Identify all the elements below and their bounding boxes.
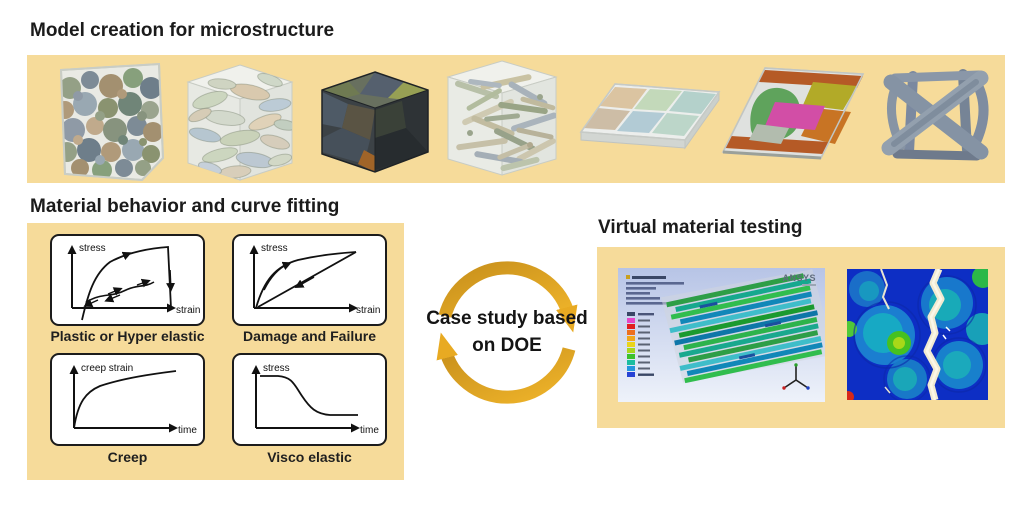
material-behavior-title: Material behavior and curve fitting bbox=[30, 196, 340, 217]
creep-card: creep strain time bbox=[50, 353, 205, 446]
secondary-crack bbox=[880, 269, 890, 310]
case-study-line2: on DOE bbox=[472, 335, 542, 356]
case-study-line1: Case study based bbox=[426, 308, 588, 329]
particle-reinforced-cube-image bbox=[45, 58, 175, 183]
damage-failure-plot: stress strain bbox=[249, 243, 380, 316]
polycrystal-voronoi-cube-image bbox=[318, 70, 432, 174]
plastic-hyperelastic-plot: stress strain bbox=[67, 243, 200, 321]
ansys-simulation-screenshot: ANSYS bbox=[618, 268, 825, 402]
stress-heatmap-image bbox=[847, 269, 988, 400]
woven-composite-plate-image bbox=[575, 72, 725, 162]
svg-text:time: time bbox=[360, 425, 379, 436]
plastic-hyperelastic-card: stress strain bbox=[50, 234, 205, 326]
material-behavior-banner: stress strain Plastic or Hyper elastic s… bbox=[27, 223, 404, 480]
visco-elastic-label: Visco elastic bbox=[267, 449, 352, 465]
cycle-arrow-top bbox=[438, 261, 578, 333]
creep-plot: creep strain time bbox=[69, 363, 197, 436]
damage-failure-card: stress strain bbox=[232, 234, 387, 326]
fiber-bundle-model bbox=[660, 269, 825, 384]
flake-reinforced-cube-image bbox=[180, 60, 300, 182]
model-creation-title: Model creation for microstructure bbox=[30, 20, 335, 41]
svg-text:stress: stress bbox=[263, 363, 290, 374]
svg-text:strain: strain bbox=[356, 305, 380, 316]
model-creation-banner bbox=[27, 55, 1005, 183]
visco-elastic-plot: stress time bbox=[251, 363, 379, 436]
svg-text:creep strain: creep strain bbox=[81, 363, 133, 374]
ansys-logo: ANSYS bbox=[782, 273, 816, 283]
svg-text:stress: stress bbox=[79, 243, 106, 254]
coordinate-triad bbox=[782, 363, 810, 390]
damage-failure-label: Damage and Failure bbox=[242, 328, 377, 344]
plastic-hyperelastic-label: Plastic or Hyper elastic bbox=[50, 328, 205, 344]
creep-label: Creep bbox=[107, 449, 148, 465]
cycle-arrow-bottom bbox=[436, 332, 576, 404]
lattice-structure-image bbox=[875, 62, 999, 162]
svg-text:strain: strain bbox=[176, 305, 200, 316]
ansys-color-legend bbox=[627, 312, 654, 377]
case-study-text: Case study based on DOE bbox=[407, 305, 607, 359]
doe-cycle-arrows bbox=[432, 250, 582, 414]
fiber-reinforced-cube-image bbox=[440, 57, 566, 179]
svg-text:stress: stress bbox=[261, 243, 288, 254]
laminate-unit-cell-plate-image bbox=[717, 60, 870, 166]
virtual-testing-title: Virtual material testing bbox=[598, 217, 803, 238]
visco-elastic-card: stress time bbox=[232, 353, 387, 446]
svg-text:time: time bbox=[178, 425, 197, 436]
virtual-testing-banner: ANSYS bbox=[597, 247, 1005, 428]
